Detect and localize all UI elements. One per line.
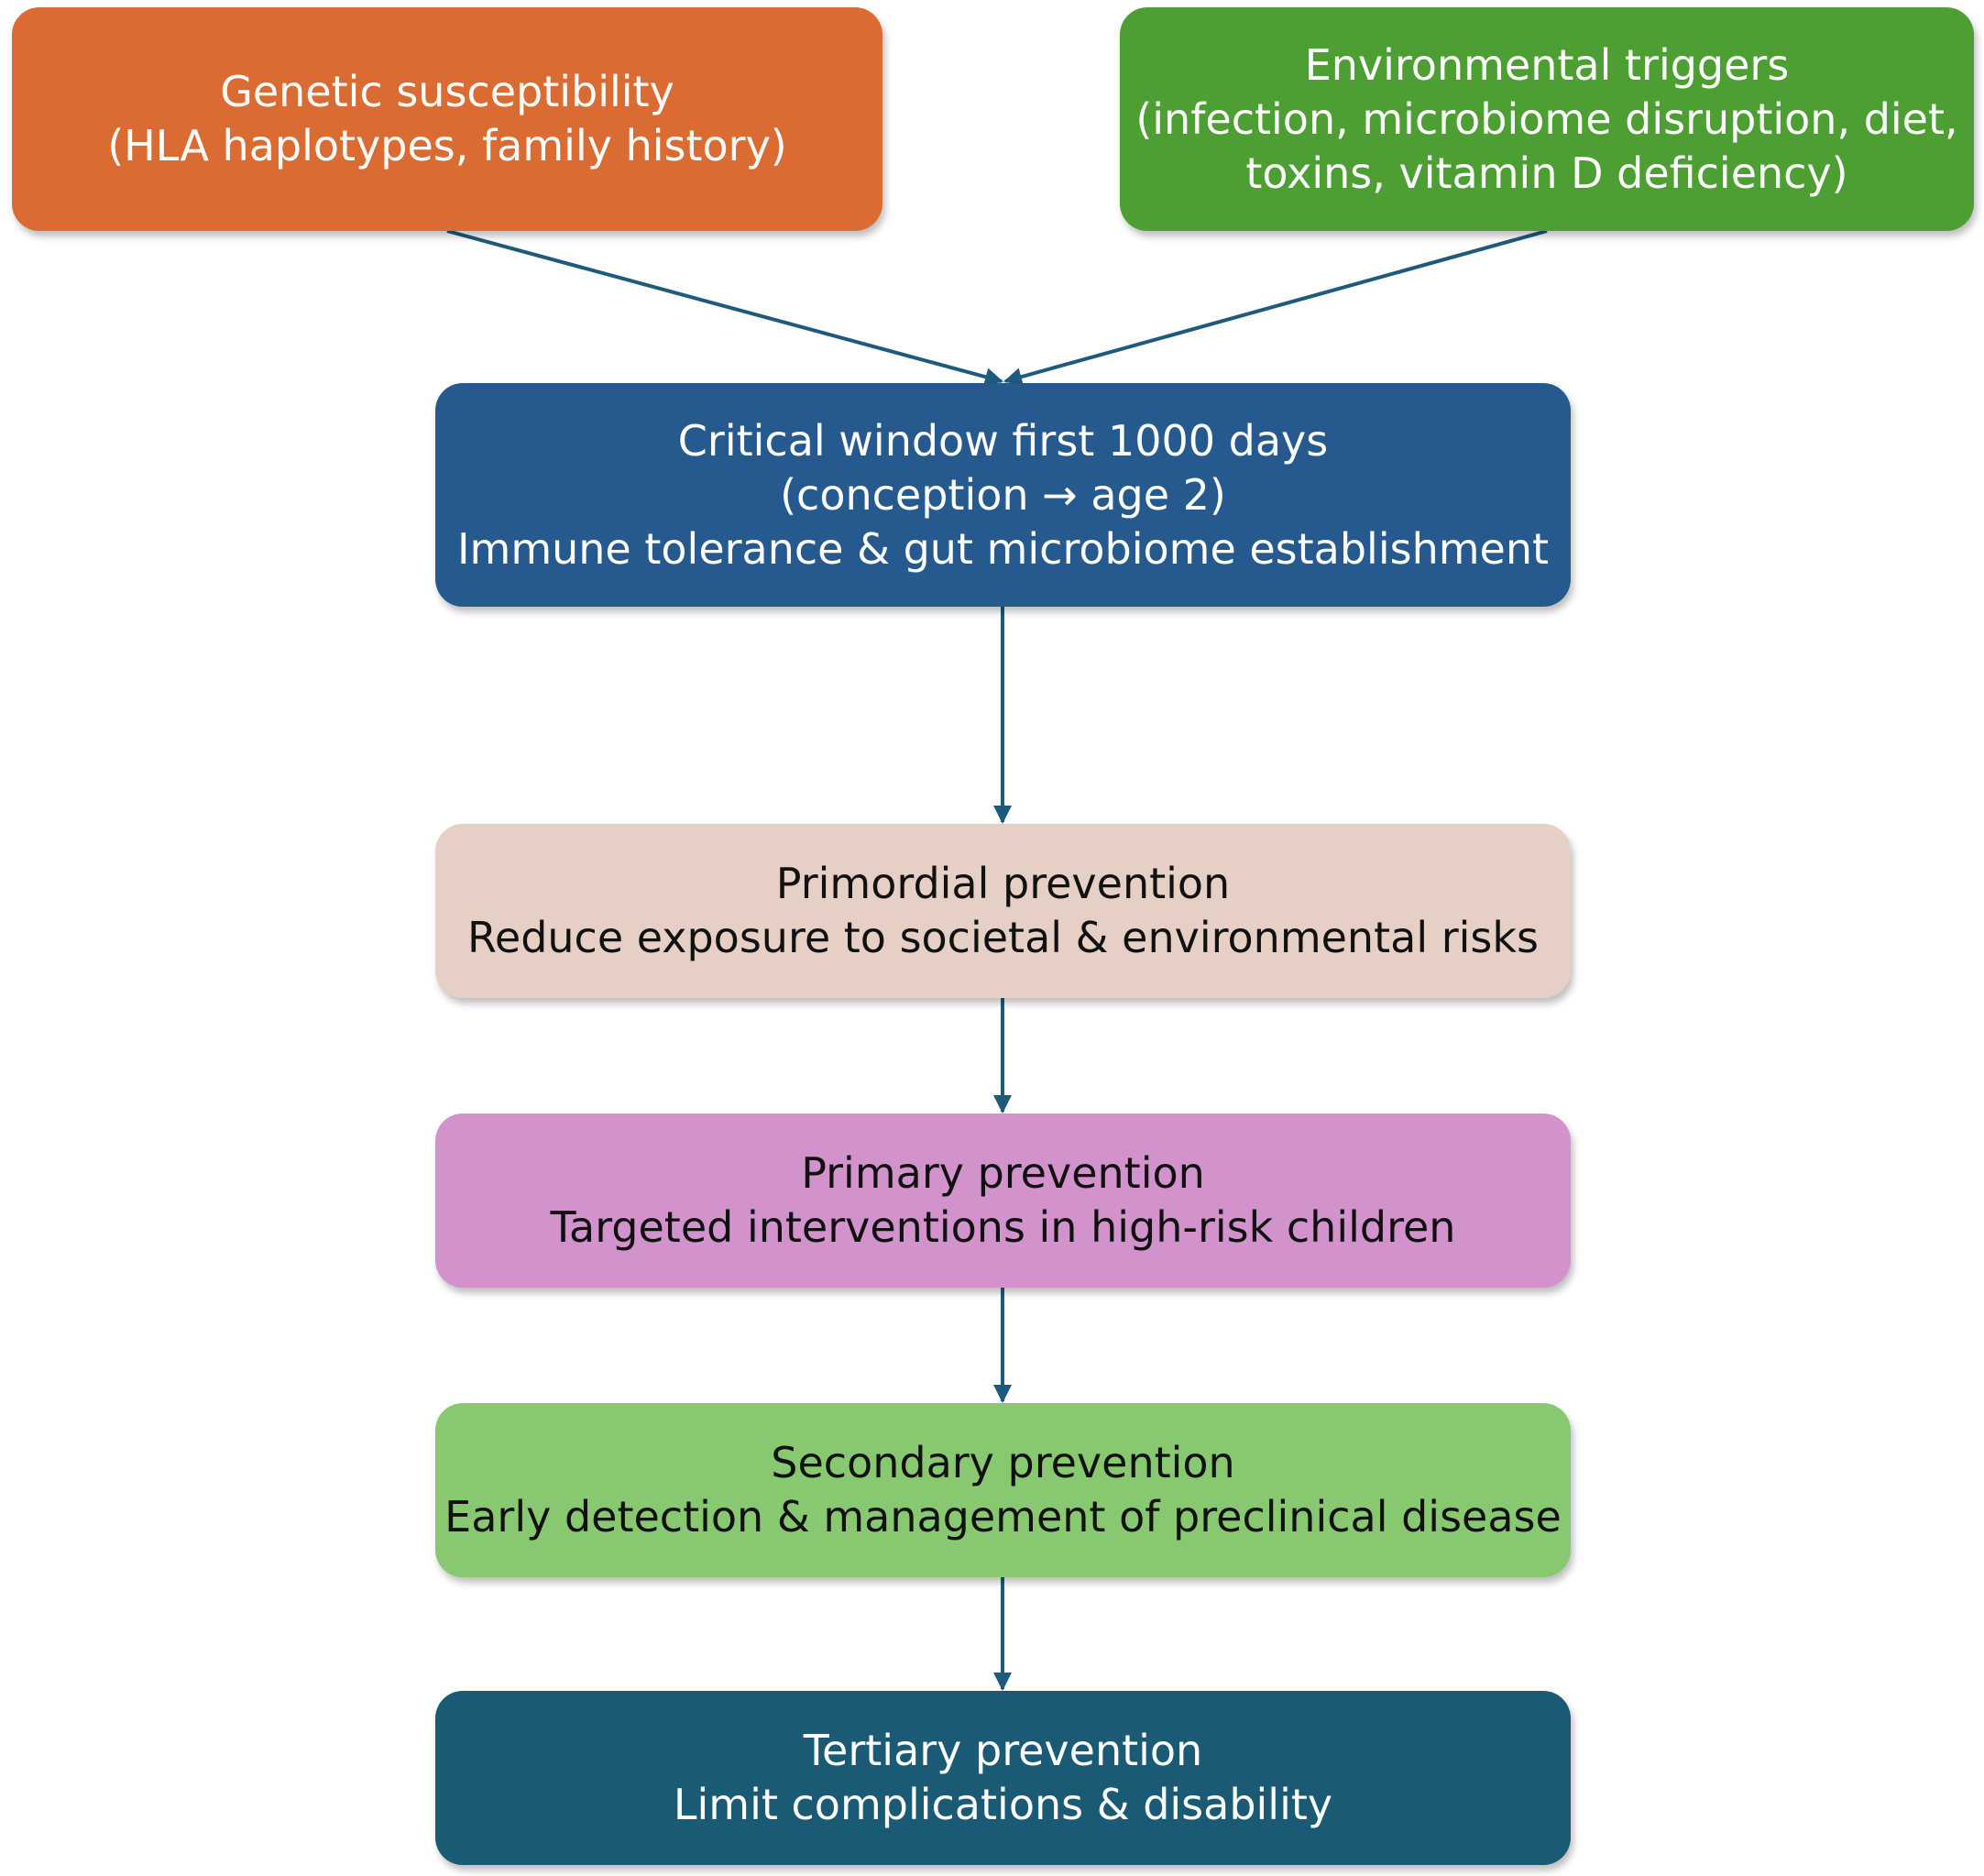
node-environmental-title: Environmental triggers bbox=[1304, 39, 1790, 90]
node-tertiary-detail: Limit complications & disability bbox=[673, 1780, 1333, 1829]
node-tertiary-title: Tertiary prevention bbox=[803, 1726, 1203, 1775]
edge-genetic-to-critical bbox=[446, 229, 1003, 386]
edge-environmental-to-critical bbox=[1003, 229, 1548, 386]
node-genetic-detail: (HLA haplotypes, family history) bbox=[107, 121, 787, 170]
node-critical-detail: Immune tolerance & gut microbiome establ… bbox=[456, 523, 1550, 574]
node-primary-prevention: Primary prevention Targeted intervention… bbox=[435, 1114, 1571, 1288]
node-secondary-title: Secondary prevention bbox=[771, 1438, 1235, 1487]
node-tertiary-prevention: Tertiary prevention Limit complications … bbox=[435, 1691, 1571, 1865]
node-genetic-title: Genetic susceptibility bbox=[220, 67, 674, 116]
node-environmental-detail-1: (infection, microbiome disruption, diet, bbox=[1135, 93, 1958, 144]
node-secondary-detail: Early detection & management of preclini… bbox=[444, 1492, 1562, 1541]
node-primary-detail: Targeted interventions in high-risk chil… bbox=[550, 1202, 1456, 1252]
node-genetic-susceptibility: Genetic susceptibility (HLA haplotypes, … bbox=[12, 7, 882, 231]
node-primordial-title: Primordial prevention bbox=[775, 859, 1231, 908]
node-critical-window: Critical window first 1000 days (concept… bbox=[435, 383, 1571, 607]
node-critical-period: (conception → age 2) bbox=[780, 469, 1226, 520]
node-primary-title: Primary prevention bbox=[801, 1148, 1205, 1198]
node-environmental-detail-2: toxins, vitamin D deficiency) bbox=[1245, 148, 1848, 198]
node-primordial-detail: Reduce exposure to societal & environmen… bbox=[467, 913, 1539, 962]
node-environmental-triggers: Environmental triggers (infection, micro… bbox=[1120, 7, 1974, 231]
node-primordial-prevention: Primordial prevention Reduce exposure to… bbox=[435, 824, 1571, 998]
node-secondary-prevention: Secondary prevention Early detection & m… bbox=[435, 1403, 1571, 1577]
node-critical-title: Critical window first 1000 days bbox=[677, 415, 1329, 466]
